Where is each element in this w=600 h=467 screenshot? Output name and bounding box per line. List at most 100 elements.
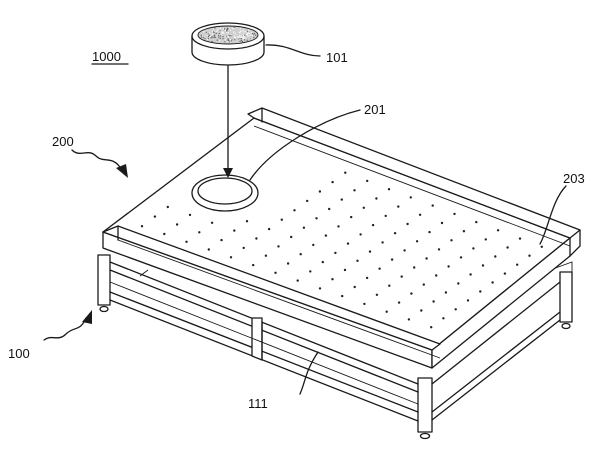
- plate-hole-outer: [192, 175, 258, 211]
- speckle-dot: [211, 36, 212, 37]
- perforation-dot: [375, 197, 377, 199]
- speckle-dot: [212, 31, 213, 32]
- speckle-dot: [241, 36, 242, 37]
- speckle-dot: [226, 32, 227, 33]
- speckle-dot: [252, 35, 253, 36]
- perforation-dot: [450, 239, 452, 241]
- speckle-dot: [213, 37, 214, 38]
- speckle-dot: [240, 31, 241, 32]
- perforation-dot: [403, 249, 405, 251]
- perforation-dot: [425, 257, 427, 259]
- perforation-dot: [363, 207, 365, 209]
- perforation-dot: [176, 223, 178, 225]
- perforation-dot: [381, 241, 383, 243]
- speckle-dot: [222, 38, 223, 39]
- speckle-dot: [212, 41, 213, 42]
- perforation-dot: [319, 190, 321, 192]
- sample-plate: [192, 23, 264, 65]
- perforation-dot: [322, 261, 324, 263]
- perforation-dot: [457, 282, 459, 284]
- perforation-dot: [220, 239, 222, 241]
- speckle-dot: [231, 40, 232, 41]
- perforation-dot: [366, 277, 368, 279]
- perforation-dot: [246, 220, 248, 222]
- perforation-dot: [506, 246, 508, 248]
- perforation-dot: [442, 317, 444, 319]
- speckle-dot: [234, 39, 235, 40]
- perforation-dot: [230, 256, 232, 258]
- perforation-dot: [366, 180, 368, 182]
- speckle-dot: [228, 32, 229, 33]
- perforation-dot: [463, 230, 465, 232]
- speckle-dot: [244, 39, 245, 40]
- perforation-dot: [331, 278, 333, 280]
- speckle-dot: [214, 35, 215, 36]
- speckle-dot: [239, 35, 240, 36]
- speckle-dot: [249, 35, 250, 36]
- perforation-dot: [347, 242, 349, 244]
- speckle-dot: [253, 37, 254, 38]
- perforation-dot: [274, 272, 276, 274]
- perforation-dot: [516, 264, 518, 266]
- perforation-dot: [167, 206, 169, 208]
- speckle-dot: [218, 37, 219, 38]
- speckle-dot: [219, 40, 220, 41]
- speckle-dot: [247, 40, 248, 41]
- perforation-dot: [297, 279, 299, 281]
- perforation-dot: [447, 265, 449, 267]
- speckle-dot: [244, 38, 245, 39]
- frame-foot: [562, 324, 570, 329]
- frame-leg-front-right: [418, 378, 432, 432]
- perforation-dot: [541, 246, 543, 248]
- speckle-dot: [218, 28, 219, 29]
- frame-leg-back-right: [560, 272, 572, 322]
- perforation-dot: [350, 216, 352, 218]
- speckle-dot: [229, 39, 230, 40]
- speckle-dot: [227, 34, 228, 35]
- perforation-dot: [300, 253, 302, 255]
- speckle-dot: [214, 32, 215, 33]
- speckle-dot: [222, 31, 223, 32]
- perforation-dot: [410, 292, 412, 294]
- perforation-dot: [386, 311, 388, 313]
- speckle-dot: [201, 36, 202, 37]
- perforation-dot: [385, 215, 387, 217]
- perforation-dot: [432, 300, 434, 302]
- perforation-dot: [419, 214, 421, 216]
- speckle-dot: [207, 35, 208, 36]
- speckle-dot: [227, 40, 228, 41]
- perforation-dot: [354, 286, 356, 288]
- perforation-dot: [391, 258, 393, 260]
- perforation-dot: [413, 266, 415, 268]
- speckle-dot: [244, 36, 245, 37]
- speckle-dot: [242, 41, 243, 42]
- perforation-dot: [268, 228, 270, 230]
- speckle-dot: [228, 38, 229, 39]
- speckle-dot: [228, 37, 229, 38]
- speckle-dot: [238, 38, 239, 39]
- speckle-dot: [248, 29, 249, 30]
- perforation-dot: [208, 248, 210, 250]
- speckle-dot: [210, 36, 211, 37]
- speckle-dot: [212, 34, 213, 35]
- perforation-dot: [281, 219, 283, 221]
- speckle-dot: [232, 28, 233, 29]
- perforation-dot: [356, 260, 358, 262]
- arrow-100-head: [82, 310, 92, 324]
- perforation-dot: [469, 273, 471, 275]
- label-201: 201: [364, 102, 386, 117]
- speckle-dot: [203, 31, 204, 32]
- speckle-dot: [207, 39, 208, 40]
- perforation-dot: [189, 214, 191, 216]
- perforation-dot: [472, 247, 474, 249]
- perforation-dot: [504, 272, 506, 274]
- perforation-dot: [255, 237, 257, 239]
- speckle-dot: [247, 34, 248, 35]
- speckle-dot: [225, 39, 226, 40]
- perforation-dot: [185, 241, 187, 243]
- perforation-dot: [388, 188, 390, 190]
- perforation-dot: [376, 294, 378, 296]
- perforation-dot: [423, 283, 425, 285]
- speckle-dot: [214, 37, 215, 38]
- speckle-dot: [239, 32, 240, 33]
